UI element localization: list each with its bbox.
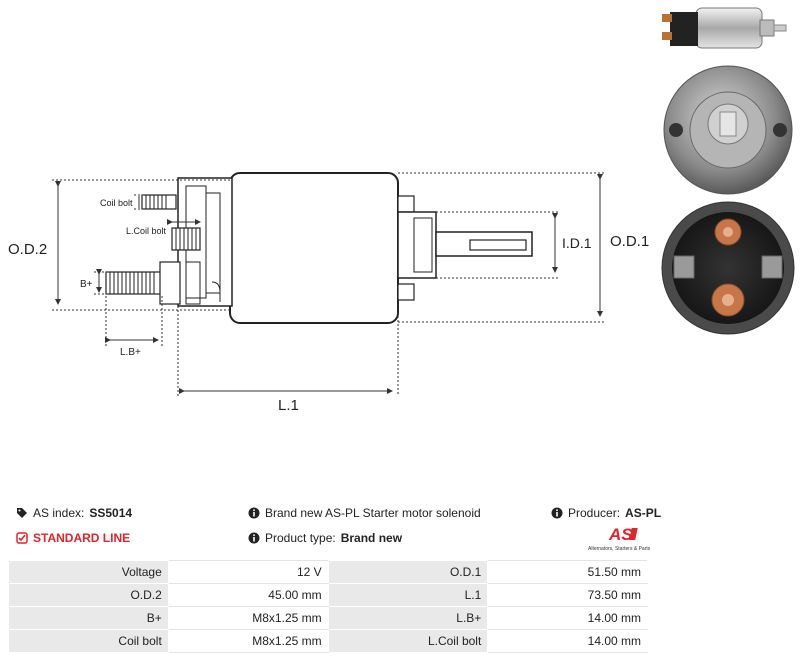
as-index-label: AS index: bbox=[33, 506, 85, 520]
od2-label: O.D.2 bbox=[8, 241, 47, 258]
spec-table: Voltage 12 V O.D.1 51.50 mm O.D.2 45.00 … bbox=[8, 560, 648, 653]
product-info: AS index: SS5014 STANDARD LINE Brand new… bbox=[0, 500, 800, 560]
spec-value: 14.00 mm bbox=[487, 629, 648, 653]
spec-key: Coil bolt bbox=[8, 629, 169, 653]
spec-value: 14.00 mm bbox=[487, 606, 648, 630]
lb-plus-label: L.B+ bbox=[120, 347, 141, 358]
producer: Producer: AS-PL bbox=[551, 506, 661, 520]
solenoid-side-photo bbox=[662, 7, 787, 49]
spec-value: 73.50 mm bbox=[487, 583, 648, 607]
l1-label: L.1 bbox=[278, 397, 299, 414]
solenoid-body bbox=[229, 172, 399, 324]
product-type: Product type: Brand new bbox=[248, 531, 402, 545]
spec-key: Voltage bbox=[8, 560, 169, 584]
standard-line: STANDARD LINE bbox=[16, 531, 130, 545]
coil-bolt-shape bbox=[141, 194, 177, 210]
spec-key: L.1 bbox=[327, 583, 489, 607]
as-pl-logo: AS Alternators, Starters & Parts bbox=[588, 525, 651, 552]
checkbox-check-icon bbox=[16, 532, 28, 544]
plunger-shape bbox=[435, 231, 533, 257]
standard-line-label: STANDARD LINE bbox=[33, 531, 131, 545]
spec-value: M8x1.25 mm bbox=[167, 606, 329, 630]
solenoid-rear-photo bbox=[663, 65, 793, 195]
od1-label: O.D.1 bbox=[610, 233, 649, 250]
spec-value: 12 V bbox=[167, 560, 329, 584]
spec-key: O.D.2 bbox=[8, 583, 169, 607]
id1-label: I.D.1 bbox=[562, 235, 592, 251]
product-type-value: Brand new bbox=[340, 531, 403, 545]
description-text: Brand new AS-PL Starter motor solenoid bbox=[265, 506, 481, 520]
b-plus-label: B+ bbox=[80, 279, 93, 290]
spec-value: 45.00 mm bbox=[167, 583, 329, 607]
tag-icon bbox=[17, 508, 27, 518]
coil-bolt-label: Coil bolt bbox=[100, 198, 133, 208]
producer-label: Producer: bbox=[568, 506, 621, 520]
table-row: Voltage 12 V O.D.1 51.50 mm bbox=[8, 560, 648, 584]
spec-value: M8x1.25 mm bbox=[167, 629, 329, 653]
solenoid-front-photo bbox=[661, 201, 795, 335]
info-icon bbox=[248, 532, 260, 544]
logo-text: AS bbox=[608, 525, 633, 544]
spec-value: 51.50 mm bbox=[487, 560, 648, 584]
info-icon bbox=[551, 507, 563, 519]
table-row: B+ M8x1.25 mm L.B+ 14.00 mm bbox=[8, 606, 648, 630]
spec-key: B+ bbox=[8, 606, 169, 630]
spec-key: O.D.1 bbox=[327, 560, 489, 584]
logo-tagline: Alternators, Starters & Parts bbox=[588, 546, 651, 552]
table-row: O.D.2 45.00 mm L.1 73.50 mm bbox=[8, 583, 648, 607]
producer-value: AS-PL bbox=[625, 506, 662, 520]
spec-key: L.Coil bolt bbox=[327, 629, 489, 653]
solenoid-technical-drawing: O.D.2 O.D.1 I.D.1 L.1 Coil bolt L.Coil b… bbox=[8, 172, 649, 414]
lcoil-bolt-label: L.Coil bolt bbox=[126, 226, 167, 236]
as-index-value: SS5014 bbox=[89, 506, 133, 520]
product-type-label: Product type: bbox=[265, 531, 336, 545]
table-row: Coil bolt M8x1.25 mm L.Coil bolt 14.00 m… bbox=[8, 629, 648, 653]
as-index: AS index: SS5014 bbox=[16, 506, 132, 520]
product-photos bbox=[661, 7, 795, 335]
spec-key: L.B+ bbox=[327, 606, 489, 630]
info-icon bbox=[248, 507, 260, 519]
description: Brand new AS-PL Starter motor solenoid bbox=[248, 506, 481, 520]
